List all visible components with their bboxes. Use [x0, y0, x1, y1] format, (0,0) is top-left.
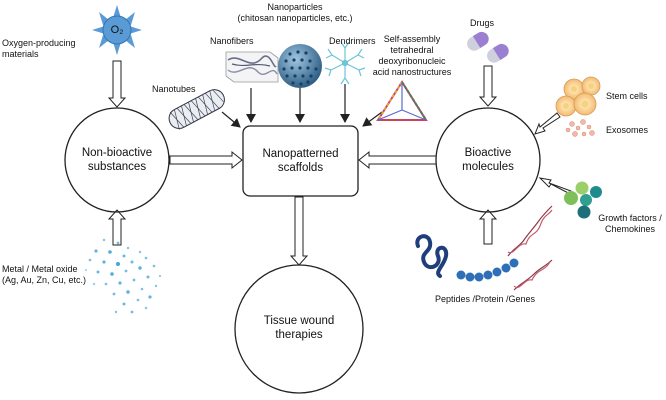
arrow-stem-cells [534, 112, 561, 135]
arrow-peptides-up [478, 209, 498, 245]
nanotube-icon [168, 89, 225, 130]
metal-particle [138, 266, 142, 270]
arrow-growth-factors [538, 177, 576, 198]
non-bioactive-node [64, 107, 170, 213]
nanofibers-label: Nanofibers [210, 36, 254, 46]
metal-particle [116, 262, 120, 266]
gene-strand-icon [507, 205, 553, 291]
scaffolds-node [242, 125, 359, 197]
metal-particle [118, 281, 122, 285]
metal-particle [94, 249, 98, 253]
drugs-label: Drugs [470, 18, 495, 28]
growth-factors-label: Growth factors / Chemokines [598, 213, 662, 234]
metal-particle [158, 274, 162, 278]
arrow-right-to-scaffold [358, 150, 437, 170]
peptide-beads-icon [456, 258, 519, 282]
metal-particle [144, 306, 148, 310]
dendrimers-label: Dendrimers [329, 36, 376, 46]
protein-icon [415, 234, 449, 278]
metal-particle [85, 269, 87, 271]
metal-particle [130, 310, 134, 314]
metal-particle [138, 250, 142, 254]
non-bioactive-label: Non-bioactive substances [81, 147, 153, 173]
bioactive-label: Bioactive molecules [462, 147, 514, 173]
arrow-left-to-scaffold [169, 150, 243, 170]
arrow-metal-up [107, 209, 127, 246]
metal-particle [114, 310, 118, 314]
stem-cells-label: Stem cells [606, 91, 648, 101]
self-assembly-label: Self-assembly tetrahedral deoxyribonucle… [372, 34, 452, 77]
metal-particle [124, 269, 128, 273]
arrow-oxygen-down [107, 60, 127, 108]
peptides-label: Peptides /Protein /Genes [435, 294, 536, 304]
nanotubes-label: Nanotubes [152, 84, 196, 94]
metal-particles-icon [85, 238, 162, 314]
arrow-drugs-down [478, 65, 498, 107]
nanoparticles-label: Nanoparticles (chitosan nanoparticles, e… [237, 2, 353, 23]
metal-particle [126, 290, 130, 294]
metal-particle [104, 282, 108, 286]
metal-particle [130, 260, 134, 264]
metal-particle [140, 287, 144, 291]
sun-o2-icon [92, 5, 142, 55]
metal-particle [152, 264, 156, 268]
metal-particle [132, 278, 136, 282]
exosomes-icon [565, 119, 595, 137]
exosomes-label: Exosomes [606, 125, 649, 135]
metal-particle [108, 250, 112, 254]
metal-particle [110, 272, 114, 276]
metal-particle [102, 260, 106, 264]
metal-particle [126, 246, 130, 250]
dendrimer-icon [324, 41, 366, 85]
nanofibers-icon [225, 51, 279, 83]
thin-arrows [221, 84, 383, 128]
nanoparticle-sphere-icon [278, 44, 322, 88]
dna-tetrahedron-icon [376, 80, 428, 121]
growth-factors-icon [564, 181, 602, 219]
metal-particle [146, 275, 150, 279]
metal-label: Metal / Metal oxide (Ag, Au, Zn, Cu, etc… [2, 264, 87, 285]
metal-particle [154, 284, 158, 288]
metal-particle [122, 302, 126, 306]
metal-particle [116, 241, 120, 245]
metal-particle [88, 258, 92, 262]
hollow-arrows [107, 60, 576, 266]
arrow-scaffold-to-therapies [289, 196, 309, 266]
stem-cells-icon [555, 76, 601, 117]
therapies-label: Tissue wound therapies [263, 315, 335, 341]
arrow-nanotubes [221, 111, 241, 128]
metal-particle [144, 256, 148, 260]
metal-particle [136, 298, 140, 302]
metal-particle [148, 295, 152, 299]
o2-label: O₂ [110, 24, 124, 36]
drug-capsules-icon [467, 31, 509, 63]
metal-particle [102, 238, 106, 242]
metal-particle [112, 292, 116, 296]
scaffolds-label: Nanopatterned scaffolds [262, 148, 339, 174]
metal-particle [122, 254, 126, 258]
metal-particle [96, 270, 100, 274]
metal-particle [92, 282, 96, 286]
oxygen-producing-label: Oxygen-producing materials [2, 38, 76, 59]
arrow-self-assembly [362, 111, 383, 127]
